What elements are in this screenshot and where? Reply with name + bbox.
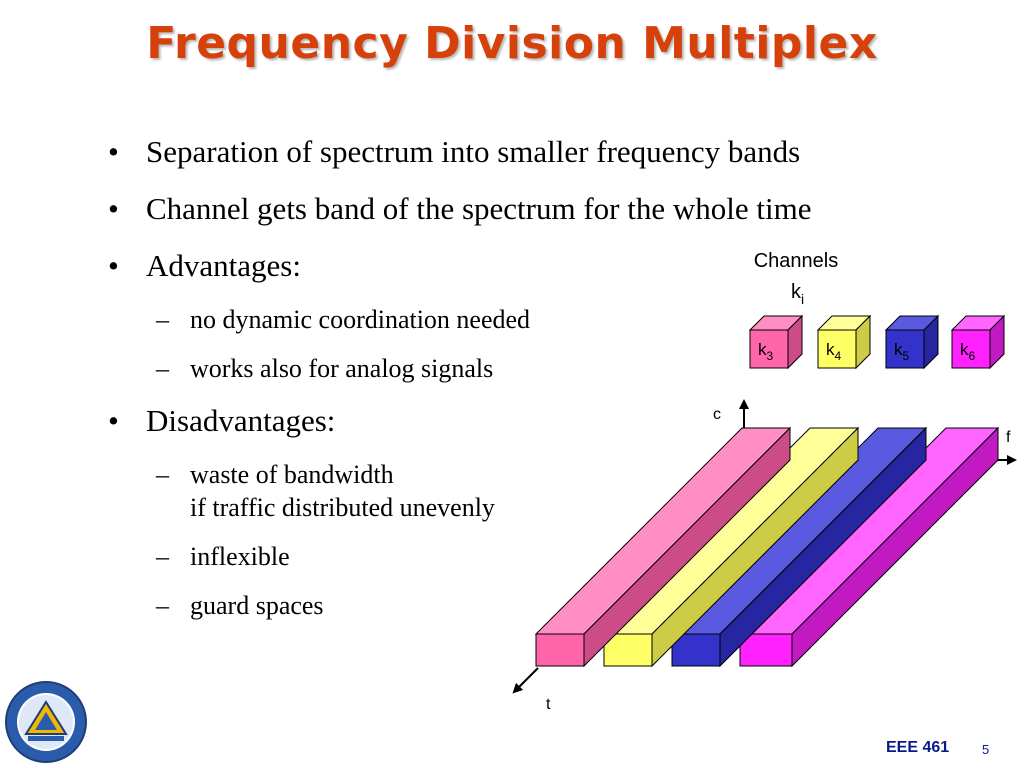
c-axis-label: c	[713, 406, 721, 423]
bullet-item: Separation of spectrum into smaller freq…	[104, 132, 1004, 189]
f-axis-label: f	[1006, 429, 1011, 446]
legend-cube-label: k5	[894, 340, 910, 363]
bullet-item: Advantages:	[104, 246, 1004, 303]
sub-bullet-item: waste of bandwidth if traffic distribute…	[104, 458, 1004, 540]
channel-bar-k6	[738, 426, 1000, 668]
university-logo	[5, 681, 87, 763]
legend-cubes: k3 k4 k5 k6	[748, 314, 1006, 370]
course-code: EEE 461	[886, 739, 950, 756]
slide-title: Frequency Division Multiplex	[146, 18, 878, 69]
legend-cube-k6: k6	[950, 314, 1006, 370]
channels-legend-title: Channels	[754, 250, 839, 272]
channel-bars	[534, 426, 1000, 668]
bullet-item: Disadvantages:	[104, 401, 1004, 458]
legend-cube-k4: k4	[816, 314, 872, 370]
channel-bar-k3	[534, 426, 792, 668]
sub-bullet-item: guard spaces	[104, 589, 1004, 638]
legend-cube-label: k3	[758, 340, 774, 363]
bullet-list: Separation of spectrum into smaller freq…	[104, 132, 1004, 638]
bullet-item: Channel gets band of the spectrum for th…	[104, 189, 1004, 246]
t-axis-arrow	[512, 667, 539, 694]
legend-cube-k5: k5	[884, 314, 940, 370]
legend-cube-k3: k3	[748, 314, 804, 370]
sub-bullet-item: no dynamic coordination needed	[104, 303, 1004, 352]
page-number: 5	[982, 742, 990, 757]
channels-legend-symbol: ki	[791, 281, 804, 307]
sub-bullet-item: works also for analog signals	[104, 352, 1004, 401]
sub-bullet-line: if traffic distributed unevenly	[190, 493, 495, 522]
t-axis-label: t	[546, 696, 551, 713]
legend-cube-label: k4	[826, 340, 842, 363]
legend-cube-label: k6	[960, 340, 976, 363]
sub-bullet-line: waste of bandwidth	[190, 460, 394, 489]
sub-bullet-item: inflexible	[104, 540, 1004, 589]
